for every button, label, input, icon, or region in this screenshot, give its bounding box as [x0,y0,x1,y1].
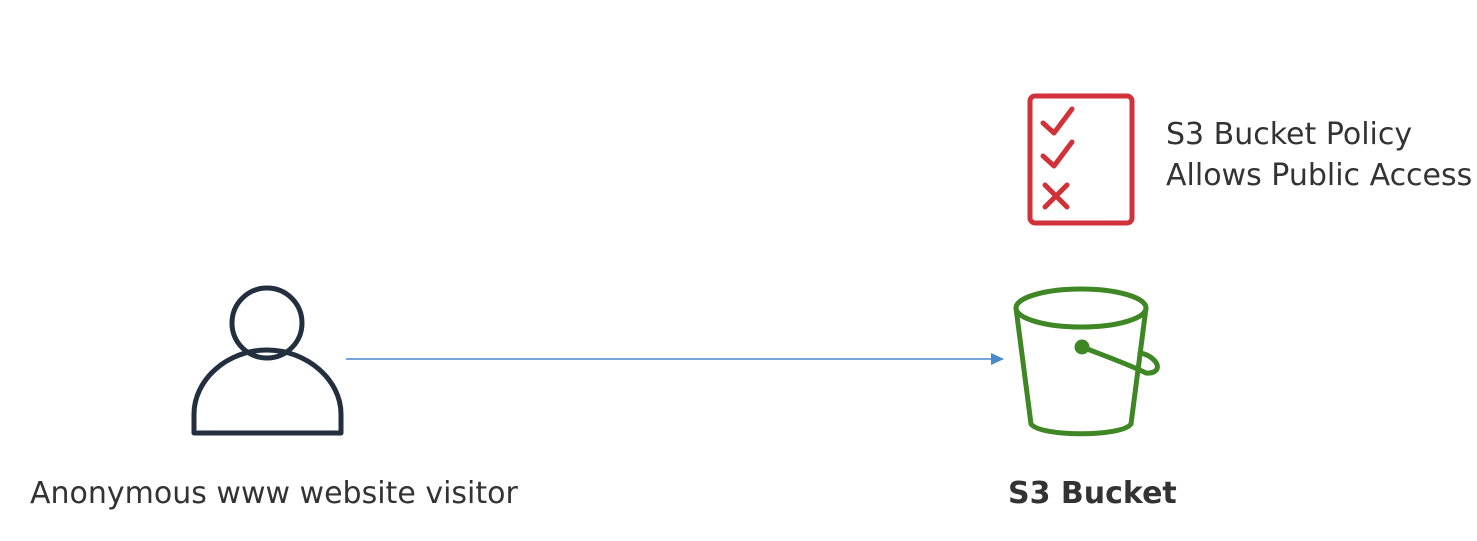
policy-label-line-1: S3 Bucket Policy [1166,117,1413,152]
bucket-label: S3 Bucket [1008,476,1177,511]
visitor-label: Anonymous www website visitor [30,476,518,511]
user-icon [191,285,344,436]
policy-label-line-2: Allows Public Access [1166,158,1473,193]
policy-label: S3 Bucket Policy Allows Public Access [1166,114,1472,196]
s3-bucket-icon [1013,286,1160,437]
policy-checklist-icon [1027,93,1135,226]
